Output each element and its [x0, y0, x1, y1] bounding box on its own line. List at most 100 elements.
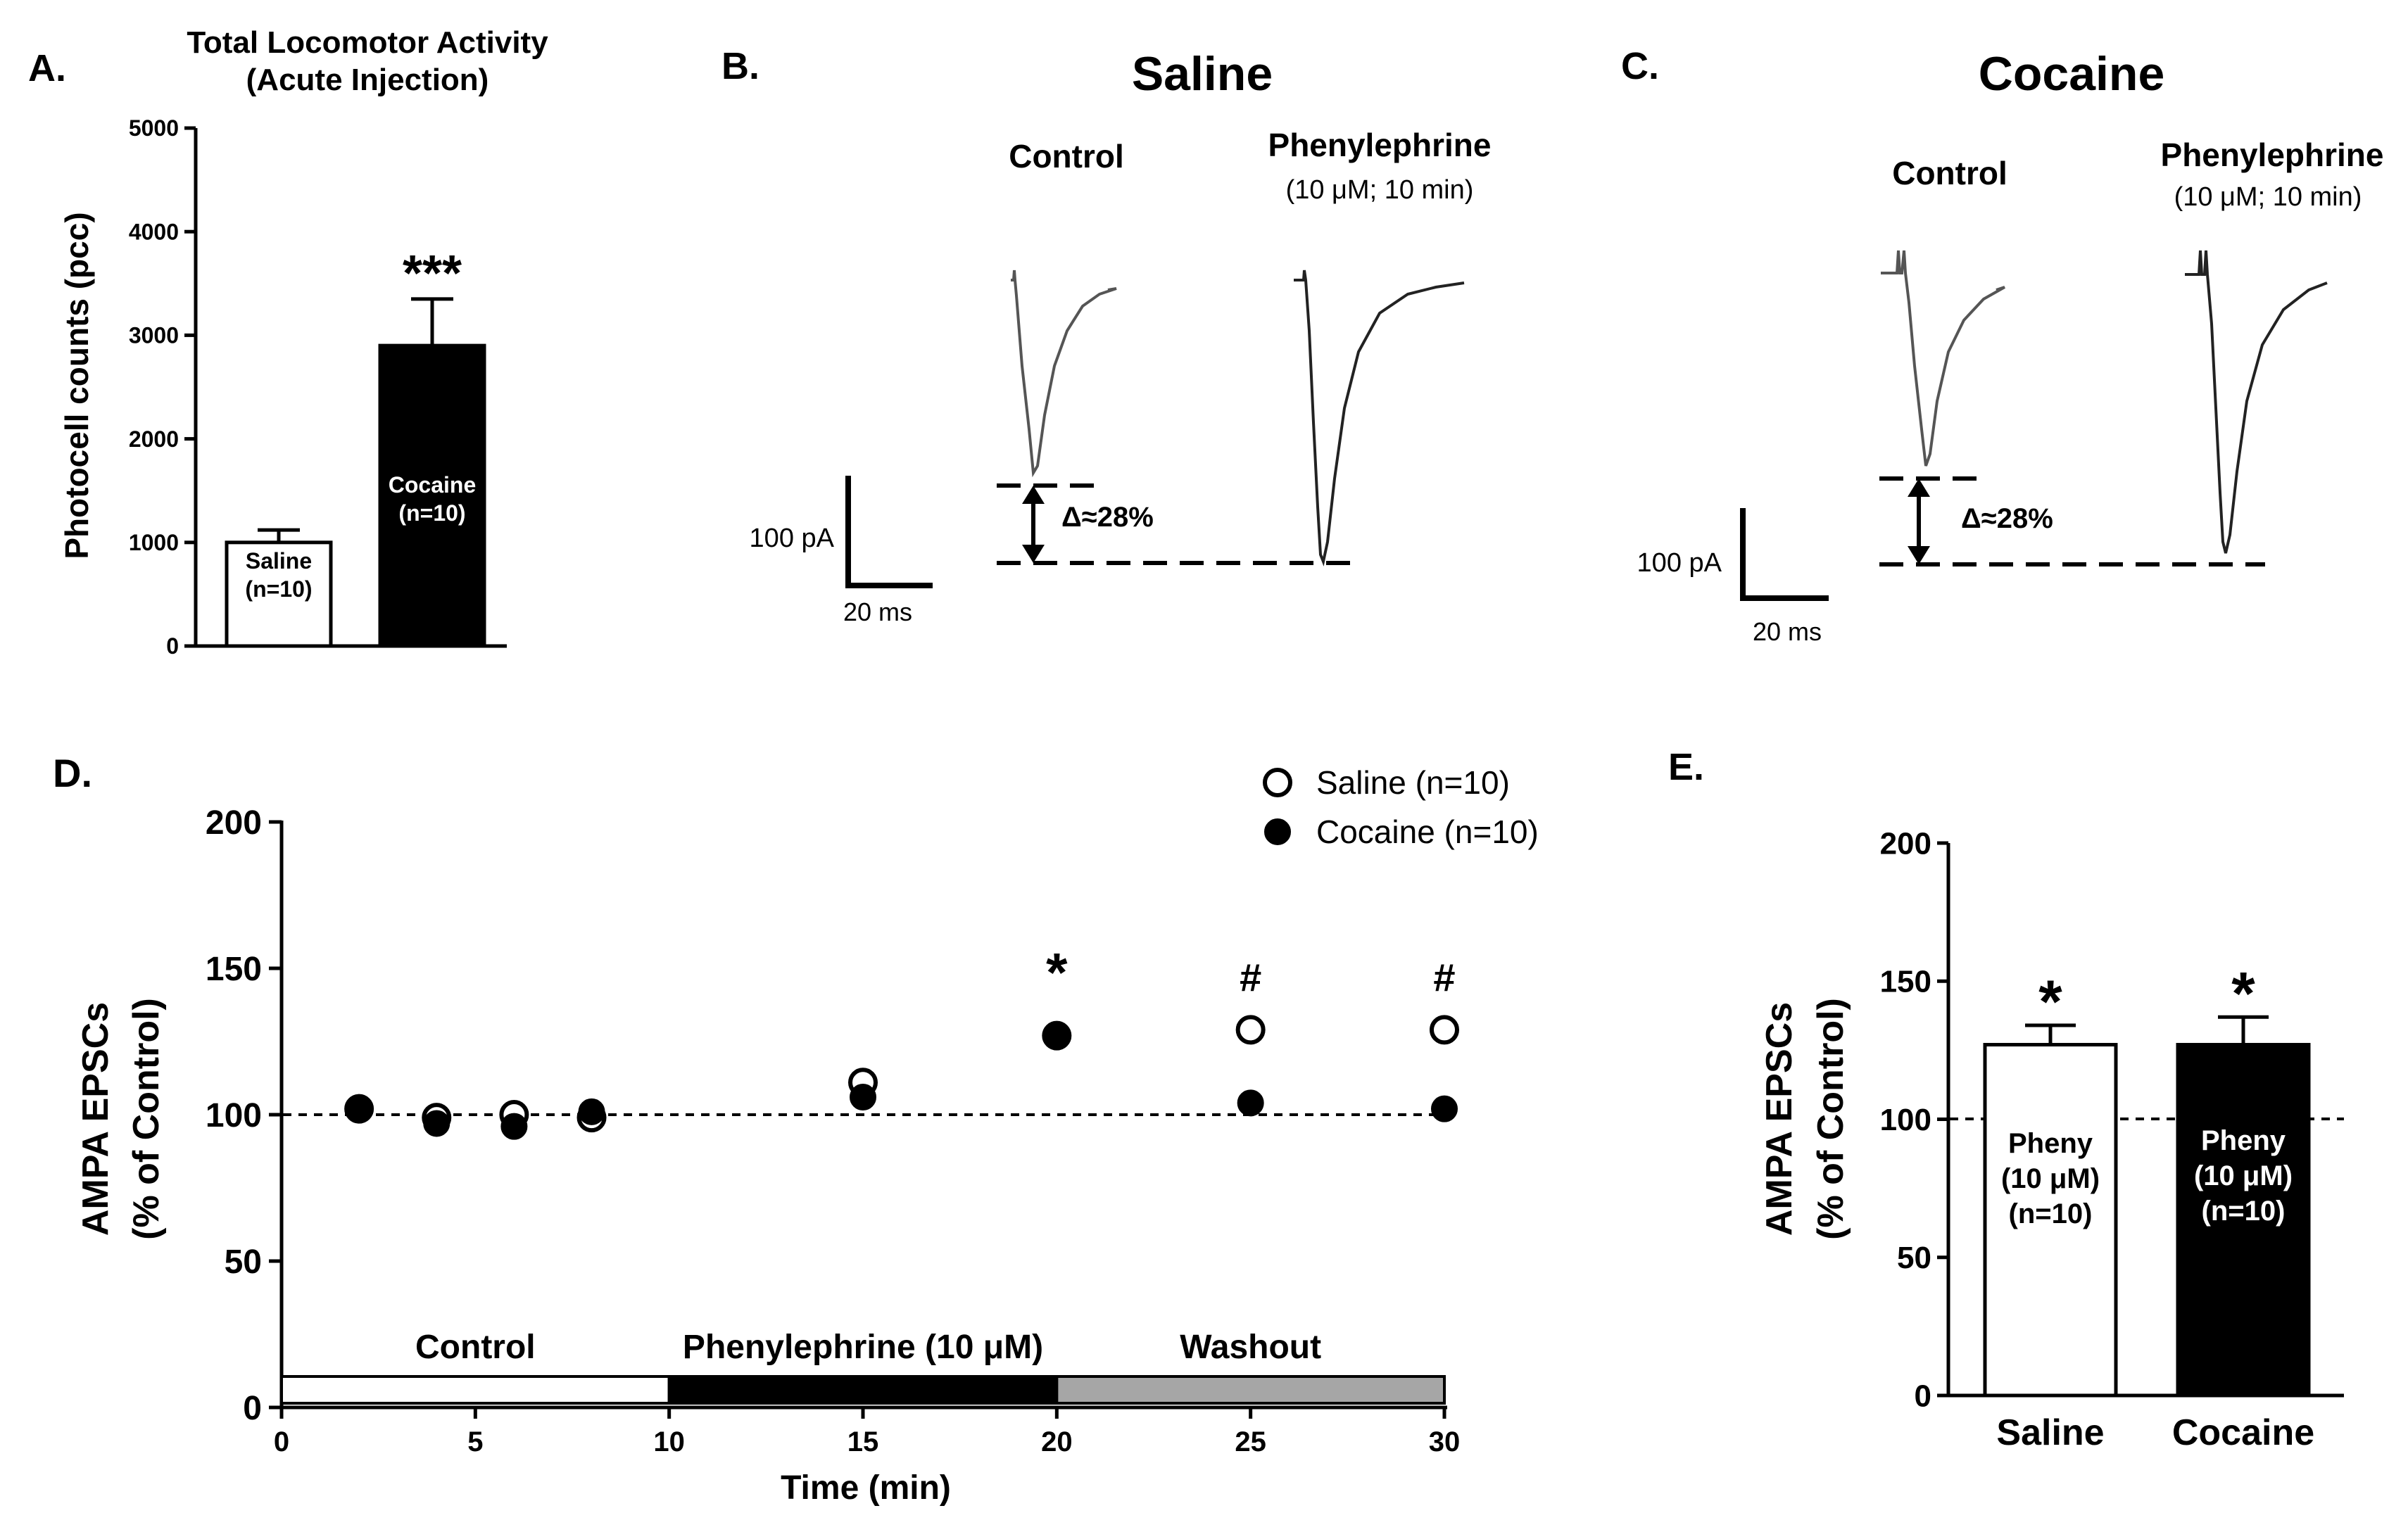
- panel-c-phenylephrine-trace: [2185, 250, 2328, 554]
- panel-d-y-axis-label: AMPA EPSCs: [75, 1002, 116, 1236]
- panel-b-phenylephrine-trace: [1294, 270, 1465, 566]
- panel-a-subtitle: (Acute Injection): [246, 63, 489, 97]
- panel-d-significance-mark: #: [1433, 955, 1455, 999]
- panel-d-y-tick-label: 150: [206, 951, 262, 988]
- panel-d-x-axis-label: Time (min): [781, 1469, 951, 1507]
- panel-d-cocaine-point: [346, 1095, 373, 1122]
- panel-e-bar-label: (10 μM): [2001, 1163, 2100, 1194]
- panel-c-control-label: Control: [1892, 155, 2007, 191]
- panel-c-arrow-down: [1908, 546, 1930, 564]
- panel-a-y-tick-label: 0: [166, 633, 179, 659]
- panel-c-phenylephrine-note: (10 μM; 10 min): [2174, 182, 2362, 212]
- panel-a-y-ticks: 0 1000 2000 3000 4000 5000: [129, 115, 196, 659]
- panel-e-significance: *: [2231, 960, 2255, 1027]
- panel-a-y-axis-label: Photocell counts (pcc): [58, 212, 95, 559]
- panel-d-legend-marker: [1264, 818, 1291, 845]
- panel-c-control-trace: [1881, 250, 2005, 467]
- panel-b-control-label: Control: [1009, 138, 1124, 175]
- panel-d-saline-point: [1430, 1015, 1459, 1045]
- panel-d-phase-bars: Control Phenylephrine (10 μM) Washout: [280, 1329, 1446, 1405]
- panel-a-bar-label: (n=10): [245, 576, 312, 602]
- panel-a-letter: A.: [28, 47, 66, 89]
- panel-e-significance: *: [2038, 968, 2062, 1036]
- panel-d-y-tick-label: 200: [206, 804, 262, 842]
- panel-e-y-tick-label: 0: [1915, 1379, 1931, 1413]
- panel-d-y-tick-label: 0: [243, 1390, 262, 1427]
- panel-a-y-tick-label: 1000: [129, 530, 179, 555]
- panel-b-arrow-up: [1022, 486, 1045, 504]
- panel-b: B. Saline Control Phenylephrine (10 μM; …: [721, 45, 1491, 626]
- panel-d-x-tick-label: 20: [1041, 1426, 1073, 1457]
- panel-d-legend-label: Saline (n=10): [1316, 764, 1510, 801]
- panel-a-bar-saline: [225, 540, 333, 648]
- panel-e-y-axis-label: AMPA EPSCs: [1759, 1002, 1800, 1236]
- panel-c-scale-x-label: 20 ms: [1753, 617, 1822, 646]
- panel-d-x-tick-label: 25: [1235, 1426, 1266, 1457]
- panel-d-y-axis-label-2: (% of Control): [126, 998, 167, 1240]
- panel-d-phase-bar: [667, 1375, 1059, 1405]
- panel-e-bar-label: (10 μM): [2194, 1160, 2293, 1191]
- panel-d-cocaine-point: [850, 1084, 876, 1111]
- panel-a-bar-label: Saline: [246, 548, 312, 574]
- panel-d-legend-label: Cocaine (n=10): [1316, 814, 1539, 850]
- panel-d: D. AMPA EPSCs (% of Control) Time (min) …: [53, 751, 1539, 1507]
- panel-e-y-tick-label: 50: [1897, 1241, 1931, 1275]
- panel-c-letter: C.: [1621, 45, 1659, 87]
- panel-e-bar-label: (n=10): [2009, 1198, 2093, 1229]
- panel-d-cocaine-point: [578, 1098, 605, 1125]
- panel-a-significance: ***: [403, 246, 462, 302]
- panel-e-y-tick-label: 100: [1880, 1103, 1931, 1137]
- panel-b-arrow-down: [1022, 545, 1045, 563]
- panel-d-cocaine-point: [423, 1110, 450, 1137]
- panel-d-y-tick-label: 50: [225, 1243, 262, 1281]
- panel-a-bar-cocaine: [378, 343, 486, 648]
- panel-d-cocaine-point: [1431, 1095, 1458, 1122]
- panel-d-x-tick-label: 15: [847, 1426, 879, 1457]
- panel-e-x-tick-label: Saline: [1996, 1412, 2104, 1453]
- panel-e-bar-cocaine: [2176, 1043, 2311, 1398]
- panel-b-phenylephrine-label: Phenylephrine: [1268, 127, 1492, 163]
- panel-a-y-tick-label: 2000: [129, 426, 179, 452]
- panel-d-phase-label: Washout: [1180, 1329, 1321, 1366]
- panel-e-y-tick-label: 150: [1880, 965, 1931, 999]
- panel-a-y-tick-label: 5000: [129, 115, 179, 141]
- panel-b-delta-label: Δ≈28%: [1061, 502, 1154, 533]
- panel-c-delta-label: Δ≈28%: [1961, 503, 2053, 534]
- panel-d-y-tick-label: 100: [206, 1097, 262, 1134]
- panel-b-title: Saline: [1132, 47, 1273, 101]
- panel-d-cocaine-point: [1237, 1089, 1264, 1117]
- panel-d-x-tick-label: 10: [653, 1426, 685, 1457]
- panel-e: E. AMPA EPSCs (% of Control) 05010015020…: [1668, 746, 2344, 1453]
- panel-d-points: [344, 1015, 1459, 1140]
- panel-c-title: Cocaine: [1979, 47, 2165, 101]
- panel-c-phenylephrine-label: Phenylephrine: [2161, 137, 2384, 173]
- panel-d-saline-point: [1235, 1015, 1266, 1045]
- panel-a-y-tick-label: 3000: [129, 323, 179, 348]
- panel-d-phase-label: Control: [415, 1329, 536, 1366]
- panel-b-letter: B.: [721, 45, 759, 87]
- panel-b-scale-bar: [845, 476, 933, 588]
- panel-e-bar-label: Pheny: [2008, 1128, 2093, 1159]
- panel-d-cocaine-point: [500, 1113, 528, 1140]
- panel-d-significance-mark: #: [1240, 955, 1261, 999]
- panel-a-title: Total Locomotor Activity: [187, 25, 548, 60]
- panel-a-bars: Saline(n=10)Cocaine(n=10)***: [225, 246, 486, 648]
- panel-e-y-axis-label-2: (% of Control): [1810, 998, 1851, 1240]
- panel-a-y-tick-label: 4000: [129, 219, 179, 244]
- panel-d-legend: Saline (n=10) Cocaine (n=10): [1263, 764, 1539, 850]
- panel-e-letter: E.: [1668, 746, 1704, 788]
- panel-b-phenylephrine-note: (10 μM; 10 min): [1286, 175, 1474, 205]
- panel-a: A. Total Locomotor Activity (Acute Injec…: [28, 25, 548, 659]
- panel-d-letter: D.: [53, 751, 92, 795]
- panel-d-cocaine-point: [1043, 1022, 1071, 1049]
- panel-b-scale-x-label: 20 ms: [843, 597, 912, 626]
- panel-c-scale-y-label: 100 pA: [1637, 548, 1722, 578]
- panel-d-x-tick-label: 30: [1429, 1426, 1461, 1457]
- panel-d-phase-label: Phenylephrine (10 μM): [683, 1329, 1043, 1366]
- panel-e-bar-label: (n=10): [2202, 1196, 2286, 1227]
- panel-d-significance-marks: *##: [1046, 941, 1455, 1003]
- panel-e-bar-saline: [1983, 1043, 2118, 1398]
